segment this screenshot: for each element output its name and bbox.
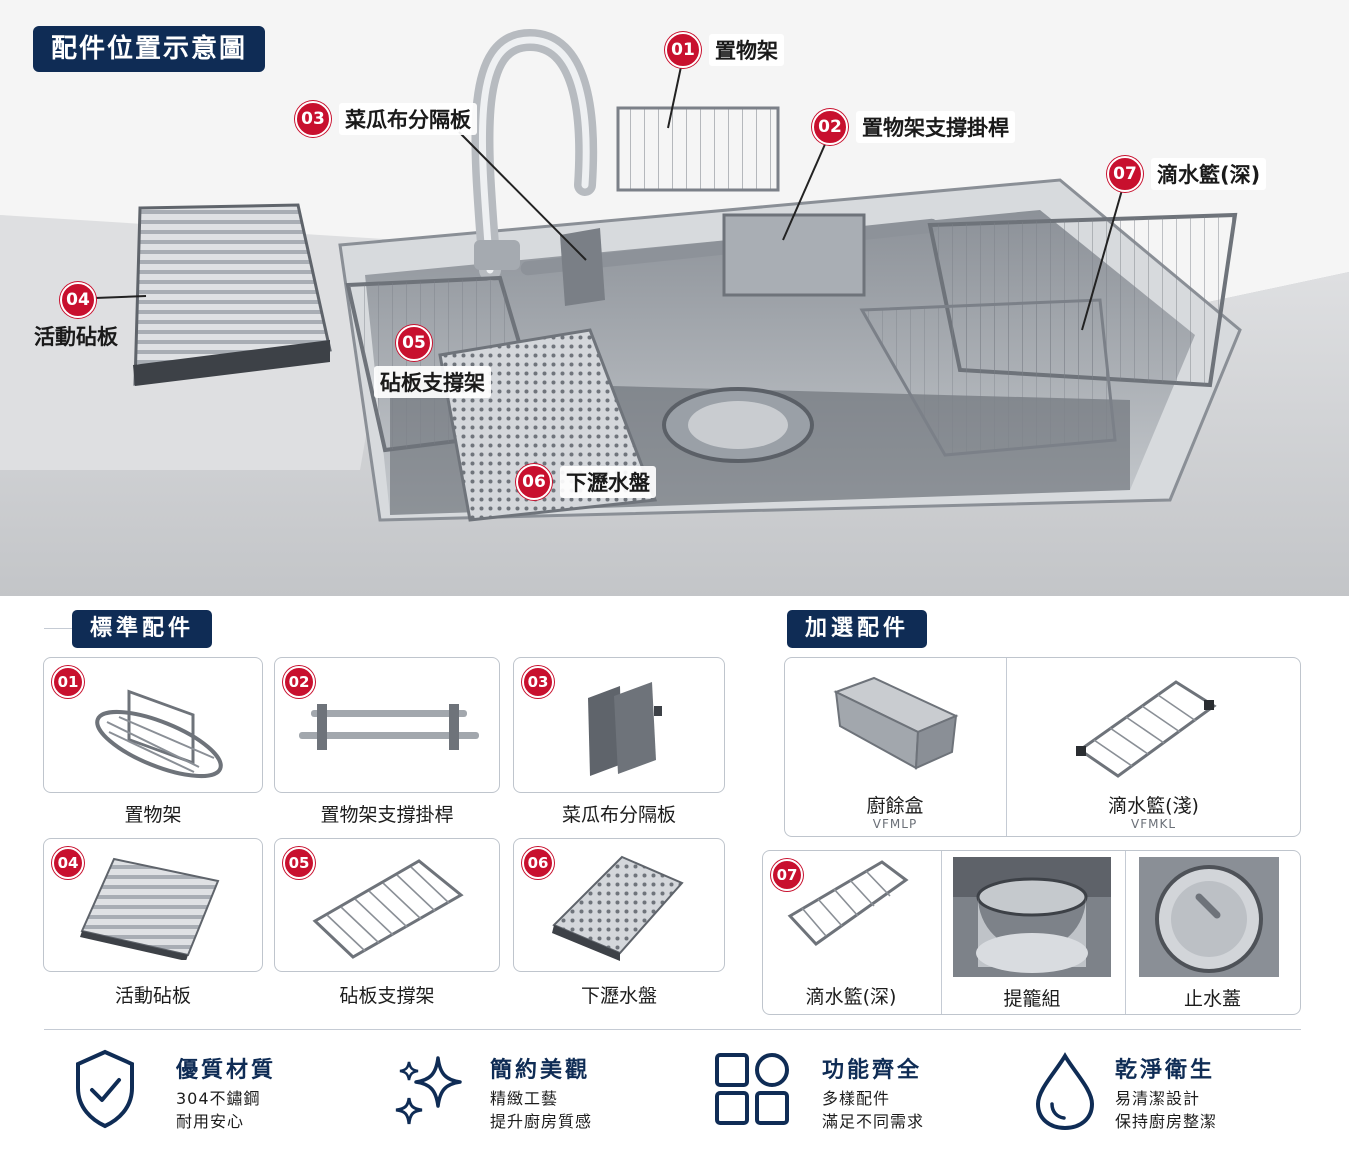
standard-label-03: 菜瓜布分隔板 [561,804,676,826]
standard-card-05[interactable]: 05 [274,838,500,972]
feature-line-design-1: 精緻工藝 [490,1089,559,1108]
standard-section-title: 標準配件 [72,610,213,648]
card-divider [941,851,942,1014]
optional-label-deep-basket: 滴水籃(深) [805,986,897,1008]
cutting-board-icon [80,857,220,960]
callout-badge: 06 [516,464,552,500]
feature-line-material-1: 304不鏽鋼 [176,1089,261,1108]
standard-card-02[interactable]: 02 [274,657,500,793]
shield-check-icon [76,1049,134,1129]
deep-basket-icon[interactable] [782,856,912,956]
item-number-badge: 01 [52,666,84,698]
callout-badge: 07 [1107,156,1143,192]
optional-code-shallow-basket: VFMKL [1130,817,1177,831]
feature-title-material: 優質材質 [176,1058,277,1083]
card-divider [1125,851,1126,1014]
callout-01: 01 置物架 [665,32,784,68]
basket-set-photo[interactable] [953,857,1111,977]
shallow-basket-icon[interactable] [1072,676,1220,786]
standard-label-05: 砧板支撐架 [339,985,435,1007]
item-number-badge: 04 [52,847,84,879]
callout-04-badge-wrap: 04 [60,282,96,318]
drip-tray-icon [552,855,684,961]
standard-card-01[interactable]: 01 [43,657,263,793]
drain-stopper-photo[interactable] [1139,857,1279,977]
item-number-badge: 07 [771,859,803,891]
callout-label: 置物架支撐掛桿 [856,111,1015,143]
callout-07: 07 滴水籃(深) [1107,156,1267,192]
sparkle-icon [395,1056,462,1125]
grid-shapes-icon [715,1053,789,1125]
callout-badge: 01 [665,32,701,68]
callout-badge: 02 [812,109,848,145]
callout-badge: 05 [396,325,432,361]
callout-label: 菜瓜布分隔板 [339,103,477,135]
standard-label-06: 下瀝水盤 [580,985,657,1007]
hero-title: 配件位置示意圖 [33,26,266,72]
feature-line-design-2: 提升廚房質感 [490,1112,593,1131]
callout-02: 02 置物架支撐掛桿 [812,109,1015,145]
standard-card-04[interactable]: 04 [43,838,263,972]
item-number-badge: 02 [283,666,315,698]
callout-label: 砧板支撐架 [374,366,491,398]
feature-line-hygiene-1: 易清潔設計 [1115,1089,1201,1108]
optional-label-waste-box: 廚餘盒 [866,795,924,817]
callout-04: 活動砧板 [34,321,118,351]
feature-title-function: 功能齊全 [822,1058,923,1083]
callout-label: 滴水籃(深) [1151,158,1267,190]
feature-title-design: 簡約美觀 [490,1058,591,1083]
feature-line-hygiene-2: 保持廚房整潔 [1115,1112,1218,1131]
standard-label-02: 置物架支撐掛桿 [320,804,454,826]
board-support-frame-icon [312,859,464,959]
feature-line-material-2: 耐用安心 [176,1112,245,1131]
standard-card-03[interactable]: 03 [513,657,725,793]
standard-card-06[interactable]: 06 [513,838,725,972]
feature-line-function-2: 滿足不同需求 [822,1112,925,1131]
divider-plate-icon [588,682,662,776]
shelf-rack-icon [95,689,223,779]
hero-illustration: 配件位置示意圖 01 置物架 02 置物架支撐掛桿 03 菜瓜布分隔板 04 活… [0,0,1349,596]
callout-badge: 04 [60,282,96,318]
section-rule [44,628,74,629]
callout-badge: 03 [295,101,331,137]
waste-box-icon[interactable] [828,676,963,776]
callout-05: 砧板支撐架 [374,366,491,398]
standard-label-01: 置物架 [124,804,182,826]
support-bar-icon [299,704,479,750]
optional-section-title: 加選配件 [787,610,928,648]
feature-line-function-1: 多樣配件 [822,1089,891,1108]
callout-03: 03 菜瓜布分隔板 [295,101,477,137]
feature-title-hygiene: 乾淨衛生 [1115,1058,1216,1083]
features-divider [44,1029,1301,1030]
item-number-badge: 05 [283,847,315,879]
callout-label: 置物架 [709,34,784,66]
water-drop-icon [1035,1052,1095,1131]
optional-label-shallow-basket: 滴水籃(淺) [1108,795,1199,817]
callout-05-badge-wrap: 05 [396,325,432,361]
standard-label-04: 活動砧板 [114,985,191,1007]
sink-scene [0,28,1349,596]
callout-label: 下瀝水盤 [560,466,656,498]
optional-label-basket-set: 提籠組 [1003,988,1061,1010]
callout-06: 06 下瀝水盤 [516,464,656,500]
optional-label-drain-stopper: 止水蓋 [1183,988,1241,1010]
callout-label: 活動砧板 [34,325,118,349]
item-number-badge: 03 [522,666,554,698]
optional-code-waste-box: VFMLP [872,817,918,831]
item-number-badge: 06 [522,847,554,879]
card-divider [1006,658,1007,836]
